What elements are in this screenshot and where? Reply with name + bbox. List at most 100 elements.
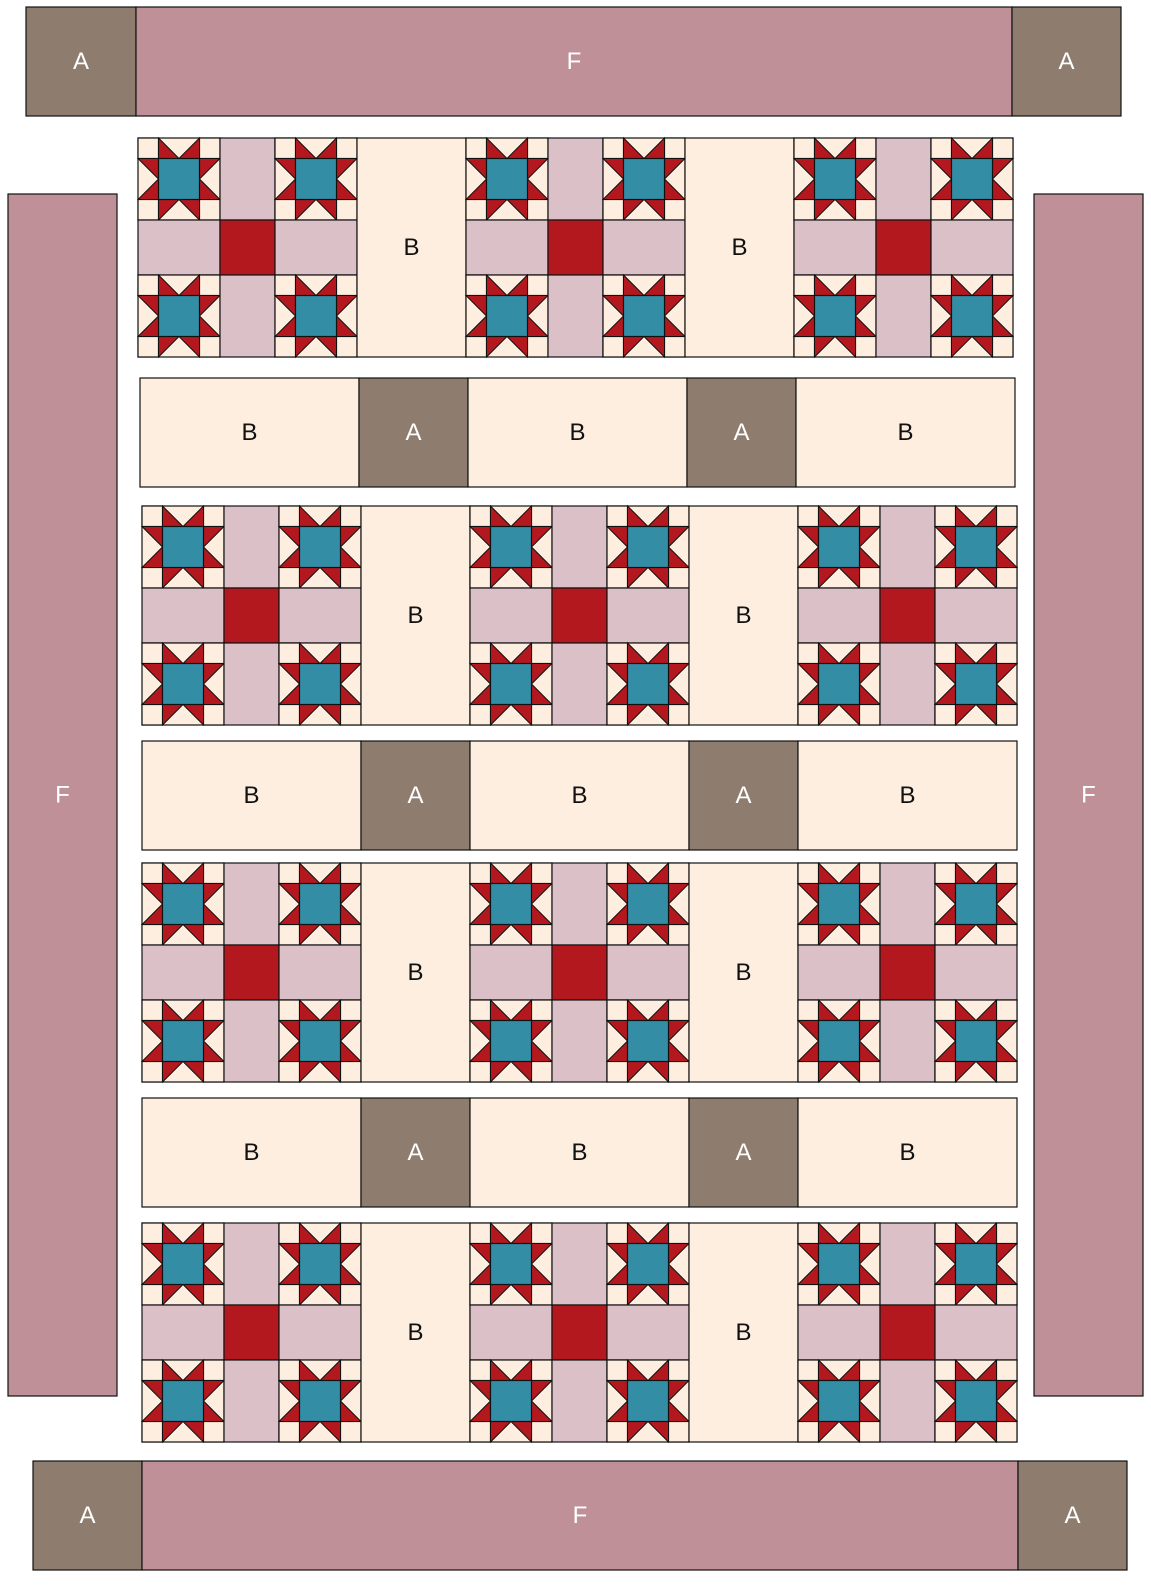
star-corner-square <box>341 643 362 664</box>
star-corner-square <box>993 337 1014 358</box>
block-sashing <box>470 1305 552 1360</box>
piece-label-A: A <box>407 782 423 809</box>
star-corner-square <box>470 1000 491 1021</box>
star-corner-square <box>279 643 300 664</box>
star-center-square <box>163 527 204 568</box>
star-corner-square <box>860 1000 881 1021</box>
star-corner-square <box>470 1360 491 1381</box>
block-sashing <box>935 1305 1017 1360</box>
piece-label-B: B <box>243 782 259 809</box>
star-center-square <box>819 1021 860 1062</box>
star-center-square <box>628 527 669 568</box>
block-sashing <box>798 945 880 1000</box>
block-center-square <box>220 220 275 275</box>
star-corner-square <box>200 275 221 296</box>
block-sashing <box>552 643 607 725</box>
star-corner-square <box>860 925 881 946</box>
star-corner-square <box>935 506 956 527</box>
star-center-square <box>952 159 993 200</box>
star-corner-square <box>935 643 956 664</box>
star-corner-square <box>341 1285 362 1306</box>
star-corner-square <box>603 200 624 221</box>
star-corner-square <box>860 1223 881 1244</box>
star-center-square <box>487 159 528 200</box>
star-corner-square <box>341 863 362 884</box>
star-corner-square <box>142 863 163 884</box>
star-corner-square <box>669 1285 690 1306</box>
star-center-square <box>300 1244 341 1285</box>
star-corner-square <box>798 1223 819 1244</box>
star-center-square <box>296 159 337 200</box>
block-sashing <box>552 1000 607 1082</box>
block-sashing <box>798 1305 880 1360</box>
star-corner-square <box>341 568 362 589</box>
star-corner-square <box>931 275 952 296</box>
star-corner-square <box>997 863 1018 884</box>
star-center-square <box>624 296 665 337</box>
star-center-square <box>956 884 997 925</box>
star-center-square <box>956 664 997 705</box>
star-corner-square <box>528 275 549 296</box>
star-corner-square <box>798 1422 819 1443</box>
star-corner-square <box>532 643 553 664</box>
star-corner-square <box>204 1062 225 1083</box>
block-sashing <box>142 1305 224 1360</box>
block-sashing <box>279 1305 361 1360</box>
star-corner-square <box>794 200 815 221</box>
star-corner-square <box>860 1062 881 1083</box>
star-corner-square <box>275 337 296 358</box>
star-corner-square <box>341 1223 362 1244</box>
star-corner-square <box>794 138 815 159</box>
star-corner-square <box>142 1062 163 1083</box>
star-corner-square <box>279 568 300 589</box>
star-corner-square <box>997 643 1018 664</box>
star-corner-square <box>142 1285 163 1306</box>
star-corner-square <box>279 925 300 946</box>
star-corner-square <box>204 1360 225 1381</box>
star-corner-square <box>794 337 815 358</box>
star-corner-square <box>341 506 362 527</box>
star-corner-square <box>204 1422 225 1443</box>
star-center-square <box>952 296 993 337</box>
star-corner-square <box>798 925 819 946</box>
block-sashing <box>275 220 357 275</box>
star-corner-square <box>669 1360 690 1381</box>
block-sashing <box>880 1000 935 1082</box>
star-corner-square <box>665 275 686 296</box>
star-corner-square <box>607 506 628 527</box>
star-corner-square <box>466 200 487 221</box>
star-corner-square <box>341 1360 362 1381</box>
star-corner-square <box>470 925 491 946</box>
star-corner-square <box>279 1223 300 1244</box>
star-center-square <box>628 1381 669 1422</box>
star-corner-square <box>997 925 1018 946</box>
block-center-square <box>552 945 607 1000</box>
block-sashing <box>224 1223 279 1305</box>
block-sashing <box>794 220 876 275</box>
star-center-square <box>163 1244 204 1285</box>
block-center-square <box>552 1305 607 1360</box>
star-center-square <box>163 1021 204 1062</box>
piece-label-B: B <box>241 419 257 446</box>
star-corner-square <box>470 643 491 664</box>
star-corner-square <box>532 1223 553 1244</box>
block-sashing <box>548 138 603 220</box>
star-corner-square <box>798 643 819 664</box>
block-sashing <box>876 275 931 357</box>
star-center-square <box>163 664 204 705</box>
star-center-square <box>819 1381 860 1422</box>
star-corner-square <box>935 1000 956 1021</box>
star-corner-square <box>532 1062 553 1083</box>
star-corner-square <box>138 200 159 221</box>
star-center-square <box>491 1381 532 1422</box>
star-corner-square <box>993 275 1014 296</box>
piece-label-A: A <box>733 419 749 446</box>
block-sashing <box>466 220 548 275</box>
star-corner-square <box>860 643 881 664</box>
block-sashing <box>607 945 689 1000</box>
star-corner-square <box>860 1285 881 1306</box>
star-center-square <box>159 296 200 337</box>
star-corner-square <box>607 705 628 726</box>
star-corner-square <box>935 863 956 884</box>
